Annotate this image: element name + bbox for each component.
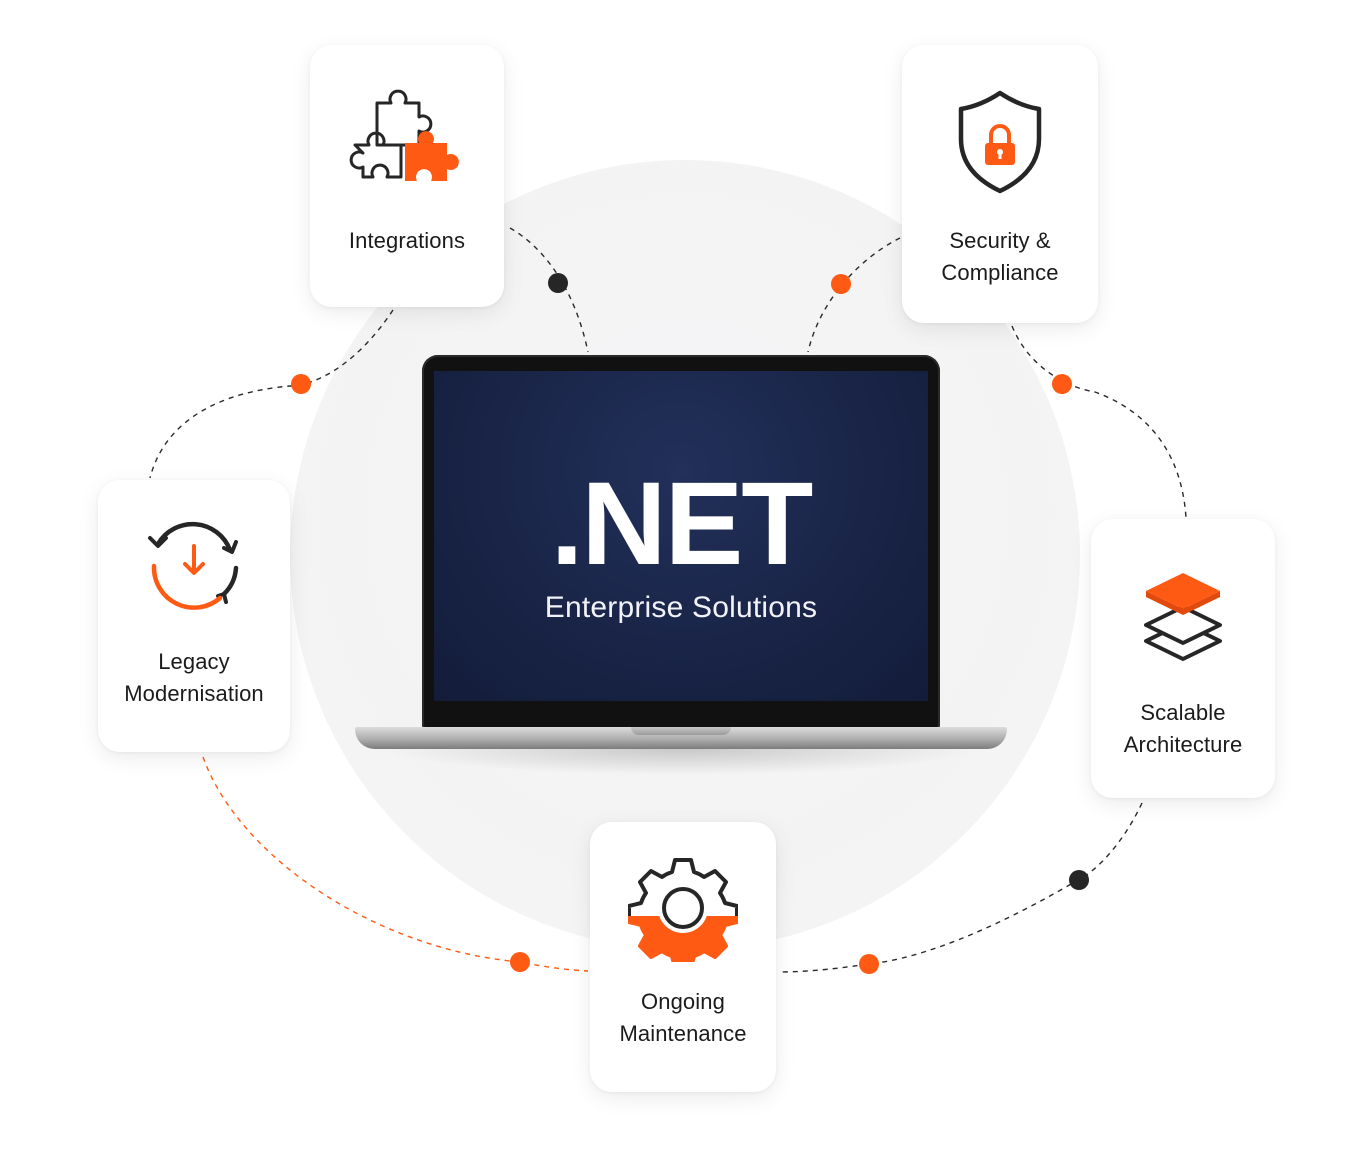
connector-integrations-laptop: [509, 227, 589, 353]
connector-dot-orange: [859, 954, 879, 974]
laptop-lid: .NET Enterprise Solutions: [422, 355, 940, 729]
security-label: Security & Compliance: [941, 228, 1059, 285]
legacy-label: Legacy Modernisation: [124, 649, 264, 706]
connector-security-laptop: [807, 237, 901, 353]
connector-dot-orange: [1052, 374, 1072, 394]
shield-lock-icon: [958, 90, 1042, 194]
laptop-base: [355, 727, 1007, 749]
card-legacy[interactable]: Legacy Modernisation: [98, 480, 290, 752]
connector-legacy-maintenance: [202, 756, 589, 972]
scalable-label: Scalable Architecture: [1123, 700, 1243, 757]
dotnet-logo: .NET: [550, 458, 814, 590]
connector-dot-orange: [831, 274, 851, 294]
laptop-screen: .NET Enterprise Solutions: [434, 371, 928, 701]
connector-security-scalable: [1011, 325, 1187, 519]
connector-dot-dark: [1069, 870, 1089, 890]
laptop: .NET Enterprise Solutions: [355, 355, 1007, 775]
cycle-download-icon: [148, 521, 239, 610]
laptop-notch: [631, 727, 731, 735]
card-maintenance[interactable]: Ongoing Maintenance: [590, 822, 776, 1092]
card-integrations[interactable]: Integrations: [310, 45, 504, 307]
puzzle-icon: [349, 89, 459, 181]
card-security[interactable]: Security & Compliance: [902, 45, 1098, 323]
integrations-label: Integrations: [348, 228, 466, 253]
connector-scalable-maintenance: [777, 802, 1143, 973]
connector-dot-dark: [548, 273, 568, 293]
connector-dot-orange: [510, 952, 530, 972]
card-scalable[interactable]: Scalable Architecture: [1091, 519, 1275, 798]
connector-integrations-legacy: [149, 309, 394, 479]
layers-icon: [1144, 573, 1222, 661]
laptop-shadow: [385, 749, 977, 775]
maintenance-label: Ongoing Maintenance: [619, 989, 747, 1046]
enterprise-subtitle: Enterprise Solutions: [544, 591, 818, 624]
connector-dot-orange: [291, 374, 311, 394]
gear-icon: [628, 858, 738, 962]
